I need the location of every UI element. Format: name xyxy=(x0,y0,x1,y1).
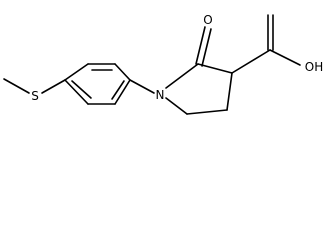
ring-double-bond xyxy=(111,80,125,100)
ring-bond xyxy=(114,63,131,81)
bond-ring-carboxyl xyxy=(231,49,271,74)
ring-bond xyxy=(165,63,199,89)
ring-bond xyxy=(64,79,89,105)
bond-carboxyl-hydroxyl xyxy=(269,49,301,66)
bond-methyl-sulfur xyxy=(3,78,30,94)
ring-bond xyxy=(64,63,89,81)
hydroxyl-label: OH xyxy=(305,60,323,74)
bond-aryl-nitrogen xyxy=(129,79,155,94)
ring-double-bond xyxy=(71,80,92,99)
ring-bond xyxy=(114,79,131,105)
carbonyl-bond xyxy=(195,26,206,65)
chemical-structure: S N O OH xyxy=(3,13,323,115)
ring-bond xyxy=(186,109,228,115)
benzene-ring xyxy=(64,63,131,105)
ring-bond xyxy=(197,63,233,74)
sulfur-label: S xyxy=(31,89,39,103)
pyrrolidinone-ring xyxy=(165,63,233,115)
ring-bond xyxy=(226,72,233,111)
carbonyl-bond xyxy=(201,28,212,67)
ring-bond xyxy=(165,97,188,115)
bond-sulfur-aryl xyxy=(41,79,66,94)
nitrogen-label: N xyxy=(156,88,165,102)
ketone-oxygen-label: O xyxy=(203,13,212,27)
